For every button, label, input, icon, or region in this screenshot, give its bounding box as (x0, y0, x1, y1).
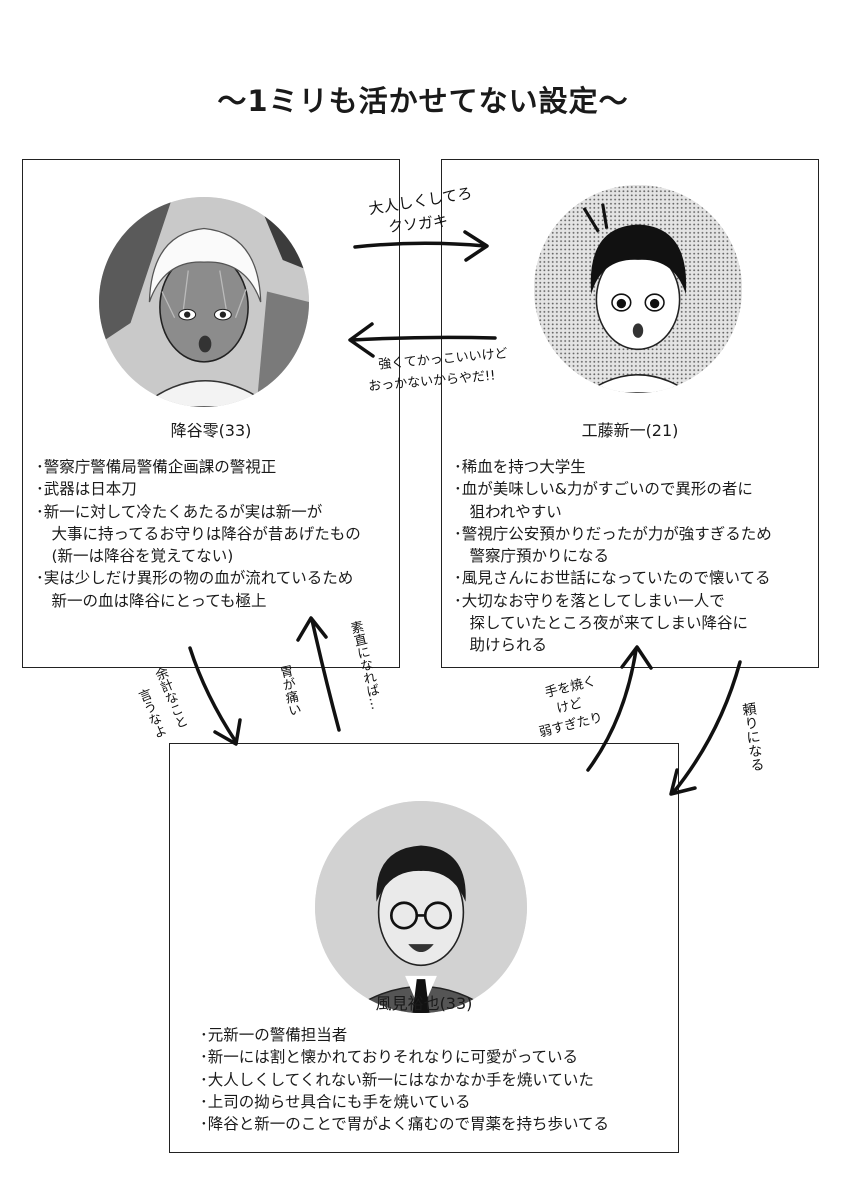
list-item: ･新一には割と懐かれておりそれなりに可愛がっている (200, 1048, 579, 1067)
list-item: ･風見さんにお世話になっていたので懐いてる (454, 569, 771, 588)
furuya-portrait (99, 197, 309, 407)
list-item: 警察庁預かりになる (454, 547, 610, 566)
page-title: 〜1ミリも活かせてない設定〜 (217, 84, 629, 118)
kudo-profile-list: ･稀血を持つ大学生 ･血が美味しい&力がすごいので異形の者に 狙われやすい ･警… (454, 456, 772, 657)
character-card-kazami: 風見裕也(33) ･元新一の警備担当者 ･新一には割と懐かれておりそれなりに可愛… (169, 743, 679, 1153)
list-item: ･警視庁公安預かりだったが力が強すぎるため (454, 524, 772, 543)
list-item: 探していたところ夜が来てしまい降谷に (454, 614, 749, 633)
furuya-name: 降谷零(33) (170, 421, 252, 440)
list-item: ･大切なお守りを落としてしまい一人で (454, 591, 725, 610)
furuya-profile-list: ･警察庁警備局警備企画課の警視正 ･武器は日本刀 ･新一に対して冷たくあたるが実… (36, 456, 361, 612)
list-item: 助けられる (454, 636, 548, 655)
arrow-kudo-to-kazami (669, 660, 742, 796)
list-item: ･大人しくしてくれない新一にはなかなか手を焼いていた (200, 1070, 594, 1089)
list-item: 新一の血は降谷にとっても極上 (36, 591, 267, 610)
kazami-portrait (315, 801, 527, 1013)
list-item: ･新一に対して冷たくあたるが実は新一が (36, 502, 323, 521)
annotation-kazami-to-furuya-1: 胃が痛い (276, 663, 302, 718)
list-item: ･降谷と新一のことで胃がよく痛むので胃薬を持ち歩いてる (200, 1115, 610, 1134)
character-card-kudo: 工藤新一(21) ･稀血を持つ大学生 ･血が美味しい&力がすごいので異形の者に … (441, 159, 819, 668)
kudo-portrait (534, 185, 742, 393)
list-item: (新一は降谷を覚えてない) (36, 547, 234, 566)
list-item: ･稀血を持つ大学生 (454, 458, 586, 476)
list-item: ･元新一の警備担当者 (200, 1026, 348, 1044)
list-item: ･武器は日本刀 (36, 480, 137, 499)
list-item: ･上司の拗らせ具合にも手を焼いている (200, 1092, 471, 1111)
kazami-name: 風見裕也(33) (375, 994, 473, 1013)
list-item: ･血が美味しい&力がすごいので異形の者に (454, 480, 753, 499)
list-item: ･警察庁警備局警備企画課の警視正 (36, 458, 277, 476)
annotation-kudo-to-kazami: 頼りになる (739, 701, 766, 773)
kazami-profile-list: ･元新一の警備担当者 ･新一には割と懐かれておりそれなりに可愛がっている ･大人… (200, 1024, 609, 1135)
list-item: 狙われやすい (454, 502, 562, 521)
kudo-name: 工藤新一(21) (581, 421, 679, 440)
character-card-furuya: 降谷零(33) ･警察庁警備局警備企画課の警視正 ･武器は日本刀 ･新一に対して… (22, 159, 400, 668)
list-item: ･実は少しだけ異形の物の血が流れているため (36, 569, 354, 588)
list-item: 大事に持ってるお守りは降谷が昔あげたもの (36, 524, 361, 543)
